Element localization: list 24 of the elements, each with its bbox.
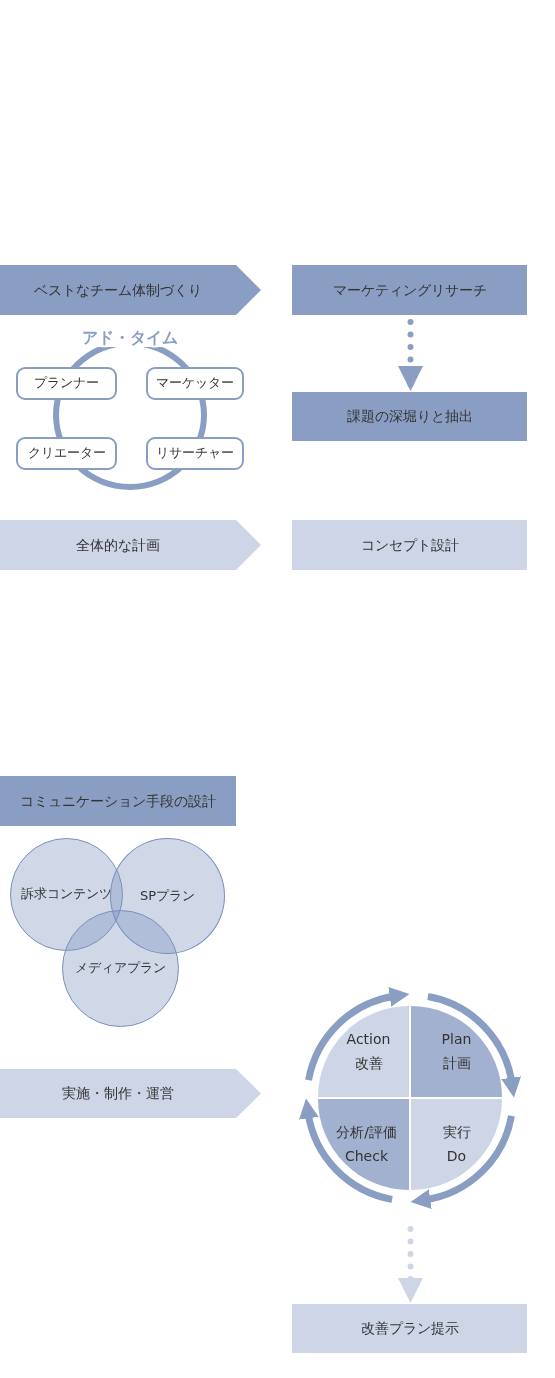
role-box: プランナー bbox=[16, 367, 117, 400]
venn-circle: メディアプラン bbox=[62, 910, 179, 1027]
cycle-arrow bbox=[427, 993, 521, 1098]
step-box: 課題の深堀りと抽出 bbox=[292, 392, 527, 441]
step-banner: 実施・制作・運営 bbox=[0, 1069, 261, 1118]
step-banner: 全体的な計画 bbox=[0, 520, 261, 570]
step-box: コンセプト設計 bbox=[292, 520, 527, 570]
role-box: リサーチャー bbox=[146, 437, 244, 470]
step-box: マーケティングリサーチ bbox=[292, 265, 527, 315]
cycle-quadrant: Action 改善 bbox=[318, 1006, 409, 1097]
cycle-arrow bbox=[299, 1098, 393, 1203]
step-box: コミュニケーション手段の設計 bbox=[0, 776, 236, 826]
step-box: 改善プラン提示 bbox=[292, 1304, 527, 1353]
role-box: クリエーター bbox=[16, 437, 117, 470]
cycle-arrow bbox=[410, 1115, 515, 1209]
role-box: マーケッター bbox=[146, 367, 244, 400]
cycle-arrow bbox=[305, 987, 410, 1081]
dotted-arrow bbox=[398, 319, 423, 394]
venn-circle: SPプラン bbox=[110, 838, 225, 954]
cycle-quadrant: 実行 Do bbox=[411, 1099, 502, 1190]
dotted-arrow bbox=[398, 1226, 423, 1306]
cycle-quadrant: Plan 計画 bbox=[411, 1006, 502, 1097]
step-banner: ベストなチーム体制づくり bbox=[0, 265, 261, 315]
cycle-quadrant: 分析/評価 Check bbox=[318, 1099, 409, 1190]
